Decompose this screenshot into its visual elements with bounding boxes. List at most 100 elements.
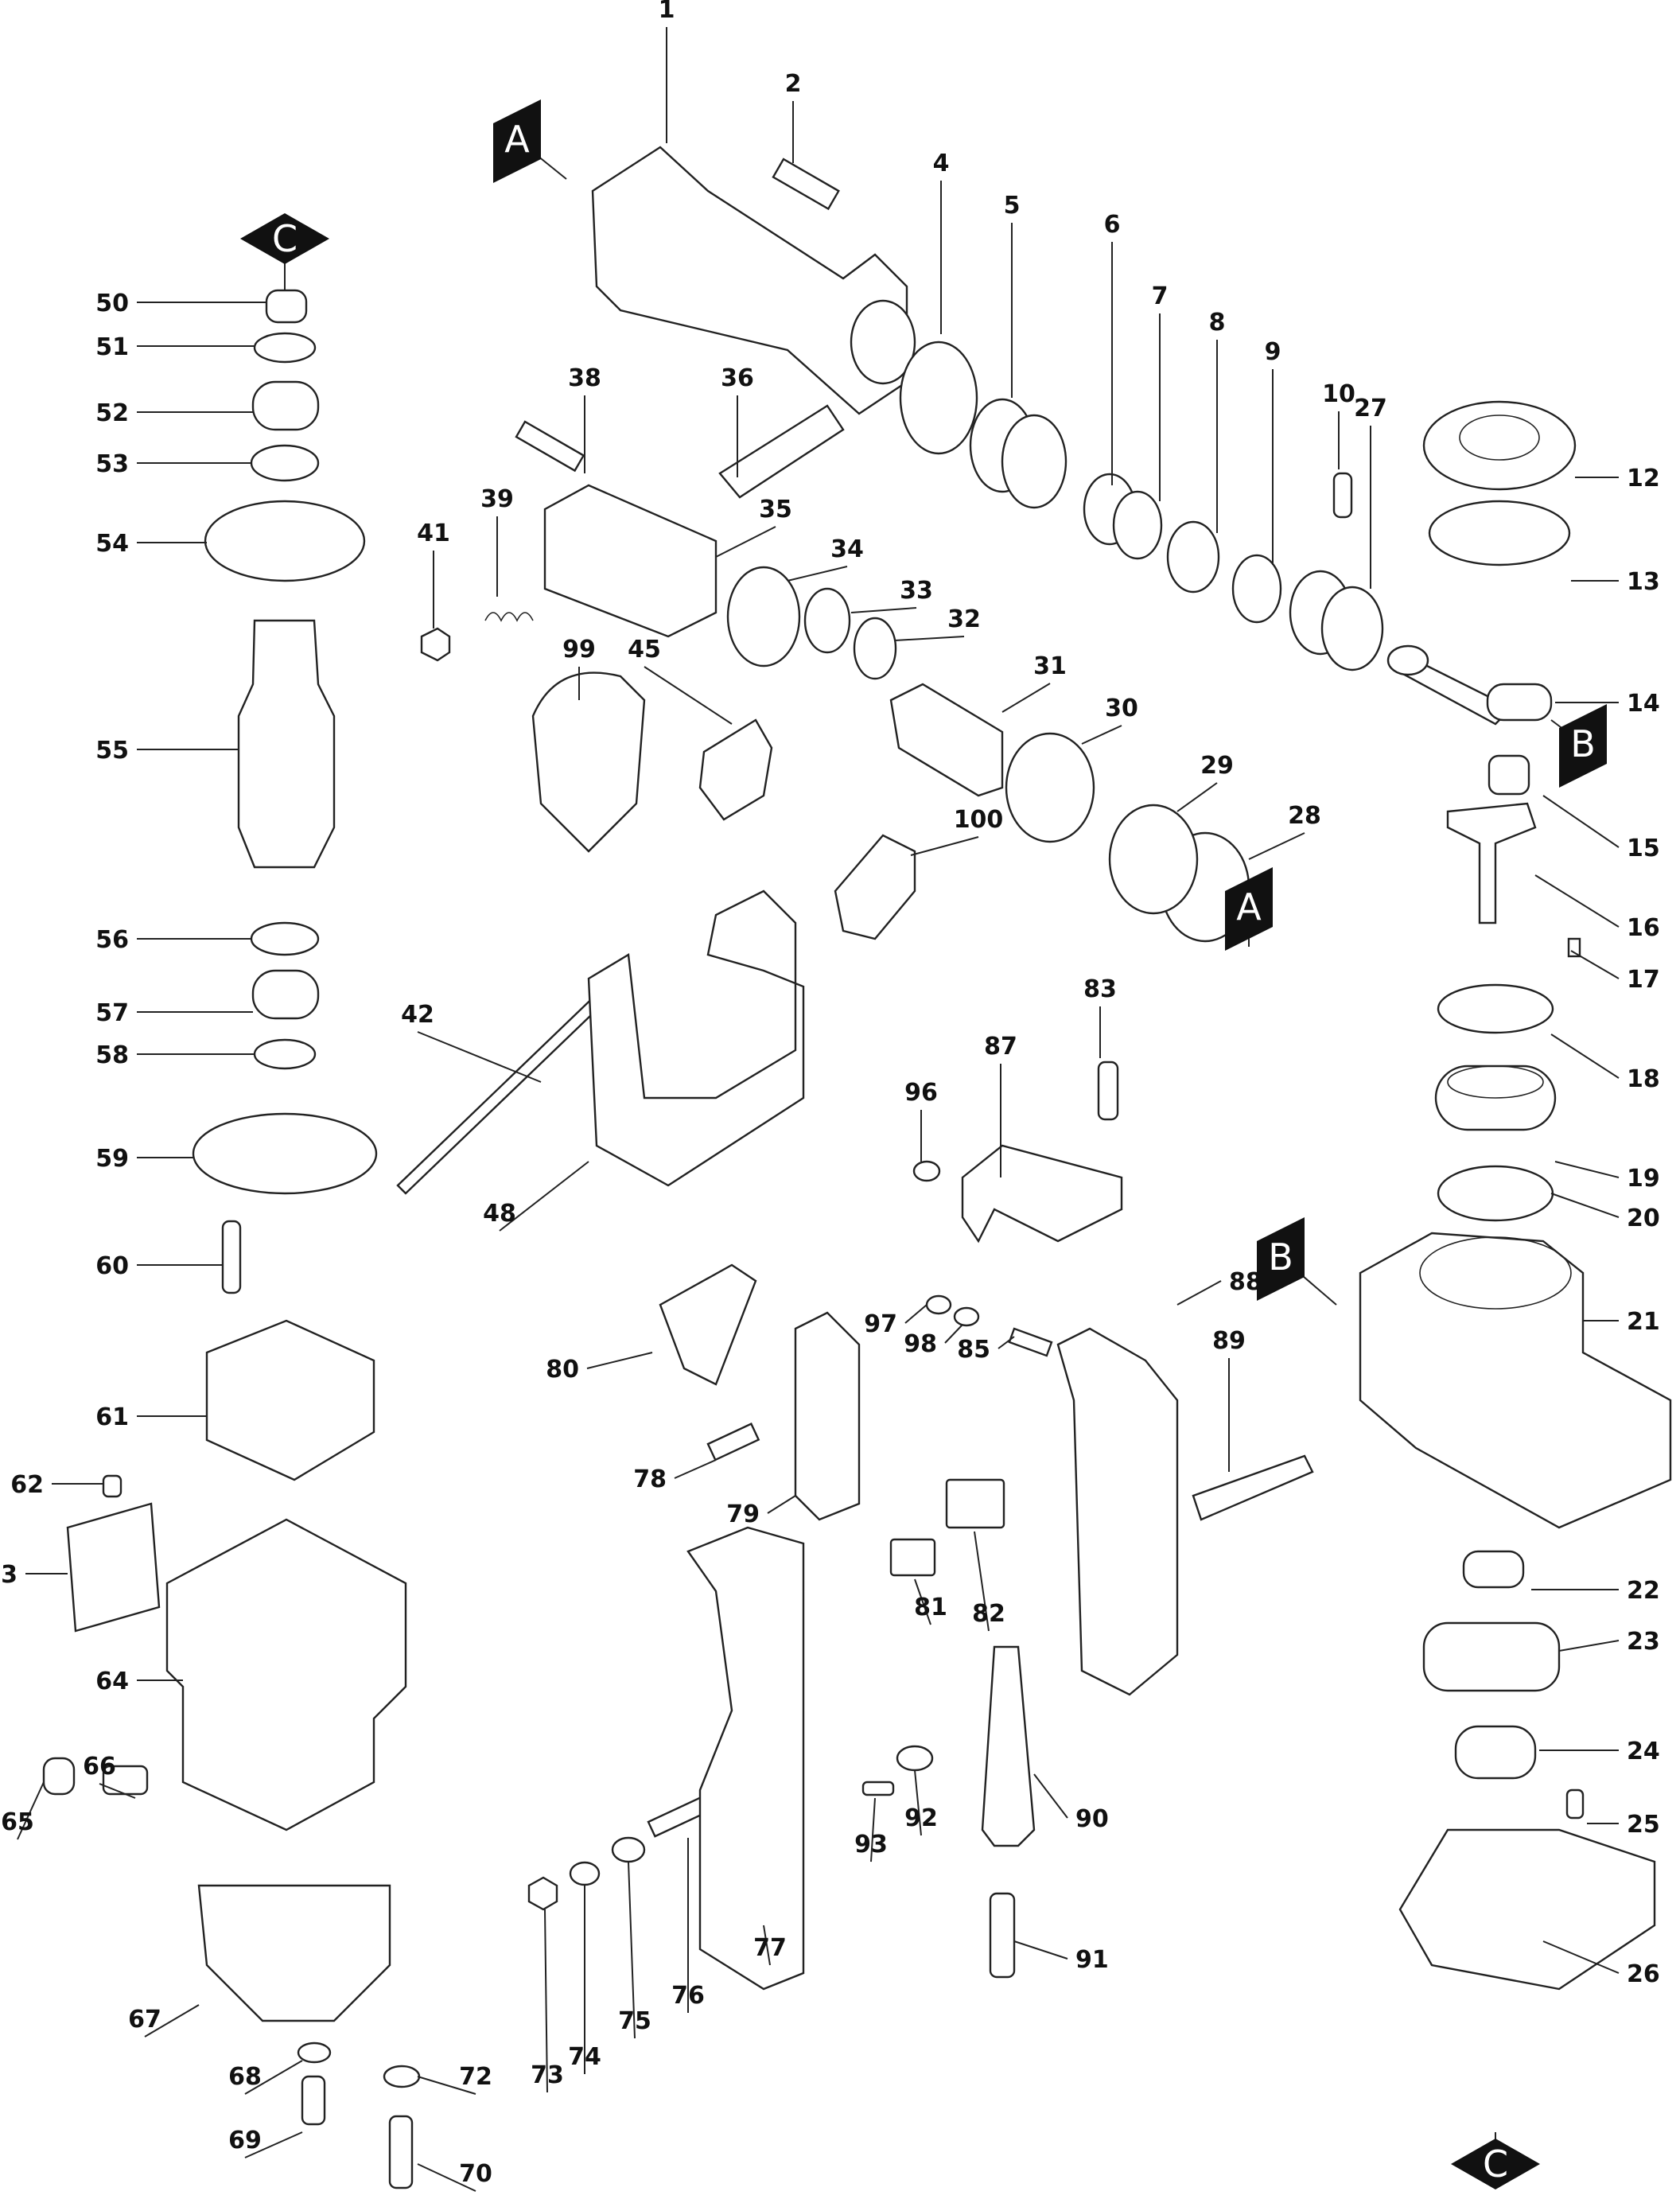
part-number-label: 18: [1627, 1065, 1660, 1093]
part-85-screw: [1008, 1327, 1053, 1357]
part-15-bearing: [1488, 754, 1530, 796]
callout-65: 65: [1, 1781, 45, 1840]
callout-17: 17: [1570, 950, 1660, 994]
part-number-label: 27: [1354, 395, 1387, 422]
part-number-label: 14: [1627, 690, 1660, 718]
part-number-label: 100: [954, 806, 1004, 834]
callout-7: 7: [1152, 282, 1169, 501]
callout-15: 15: [1542, 795, 1660, 862]
reference-tag-b: B: [1257, 1217, 1337, 1306]
callout-73: 73: [531, 1909, 564, 2093]
callout-1: 1: [659, 0, 675, 143]
leader-line: [1558, 1640, 1620, 1652]
part-number-label: 76: [671, 1982, 705, 2010]
leader-line: [674, 1459, 717, 1479]
part-number-label: 54: [95, 530, 129, 558]
callout-29: 29: [1176, 752, 1234, 812]
part-36-rod: [718, 404, 845, 499]
part-100-knob: [834, 834, 916, 940]
leader-line: [628, 1861, 636, 2039]
leader-line: [1013, 1940, 1068, 1960]
part-23-gear: [1422, 1621, 1561, 1692]
part-24-bearing: [1454, 1725, 1537, 1780]
callout-2: 2: [785, 70, 801, 163]
part-number-label: 63: [0, 1561, 18, 1589]
part-number-label: 67: [128, 2006, 161, 2034]
part-90-cord-guard: [981, 1645, 1036, 1847]
reference-tag-letter: A: [504, 118, 530, 161]
callout-9: 9: [1265, 338, 1281, 565]
leader-line: [944, 1324, 963, 1344]
part-number-label: 58: [95, 1041, 129, 1069]
callout-78: 78: [633, 1459, 717, 1493]
part-number-label: 61: [95, 1403, 129, 1431]
leader-line: [144, 2004, 200, 2038]
callout-48: 48: [483, 1161, 589, 1232]
part-22-bearing: [1462, 1550, 1525, 1589]
part-29-washer: [1108, 804, 1199, 915]
part-number-label: 1: [659, 0, 675, 24]
part-number-label: 7: [1152, 282, 1169, 310]
callout-96: 96: [904, 1079, 938, 1162]
callout-88: 88: [1176, 1268, 1262, 1306]
part-number-label: 73: [531, 2061, 564, 2089]
part-number-label: 78: [633, 1465, 667, 1493]
leader-line: [499, 1161, 589, 1232]
callout-20: 20: [1550, 1193, 1660, 1232]
part-number-label: 82: [972, 1600, 1005, 1628]
part-9-ring: [1231, 554, 1282, 624]
part-88-handle-half: [1056, 1327, 1179, 1696]
leader-line: [910, 836, 979, 856]
part-number-label: 55: [95, 737, 129, 765]
part-number-label: 62: [10, 1471, 44, 1499]
part-number-label: 85: [957, 1336, 990, 1364]
callout-54: 54: [95, 530, 207, 558]
part-number-label: 15: [1627, 835, 1660, 862]
part-number-label: 4: [933, 150, 950, 177]
callout-81: 81: [914, 1578, 947, 1625]
part-80-switch-lever: [659, 1263, 757, 1386]
part-70-screw: [388, 2115, 414, 2189]
leader-line: [1570, 950, 1620, 979]
part-50-bushing: [265, 289, 308, 324]
leader-line: [1001, 683, 1051, 713]
part-93-screw: [861, 1781, 895, 1796]
callout-14: 14: [1555, 690, 1660, 718]
part-number-label: 20: [1627, 1205, 1660, 1232]
callout-51: 51: [95, 333, 255, 361]
part-30-washer: [1005, 732, 1095, 843]
leader-line: [1542, 795, 1620, 848]
callout-61: 61: [95, 1403, 207, 1431]
callout-67: 67: [128, 2004, 200, 2038]
callout-35: 35: [715, 496, 792, 558]
part-number-label: 60: [95, 1252, 129, 1280]
part-78-screw: [706, 1423, 760, 1462]
callout-32: 32: [894, 605, 981, 641]
part-number-label: 13: [1627, 568, 1660, 596]
callout-76: 76: [671, 1838, 705, 2013]
part-number-label: 6: [1104, 211, 1121, 239]
reference-tag-letter: B: [1268, 1236, 1293, 1279]
part-number-label: 10: [1322, 380, 1355, 408]
leader-line: [1542, 1940, 1620, 1974]
reference-tag-c: C: [1451, 2132, 1540, 2189]
callout-77: 77: [753, 1925, 787, 1966]
callout-34: 34: [787, 535, 864, 582]
part-51-oring: [253, 332, 317, 364]
callout-58: 58: [95, 1041, 255, 1069]
leader-line: [1550, 1193, 1620, 1218]
leader-line: [586, 1352, 653, 1369]
part-number-label: 5: [1004, 192, 1021, 220]
part-number-label: 23: [1627, 1628, 1660, 1656]
part-62-screw: [102, 1474, 122, 1498]
callout-45: 45: [628, 636, 733, 725]
leader-line: [1550, 1033, 1620, 1079]
part-number-label: 90: [1075, 1805, 1109, 1833]
callout-92: 92: [904, 1769, 938, 1836]
callout-36: 36: [721, 364, 754, 477]
callout-97: 97: [864, 1304, 928, 1338]
part-number-label: 17: [1627, 966, 1660, 994]
part-number-label: 68: [228, 2063, 262, 2091]
part-number-label: 70: [459, 2160, 492, 2188]
